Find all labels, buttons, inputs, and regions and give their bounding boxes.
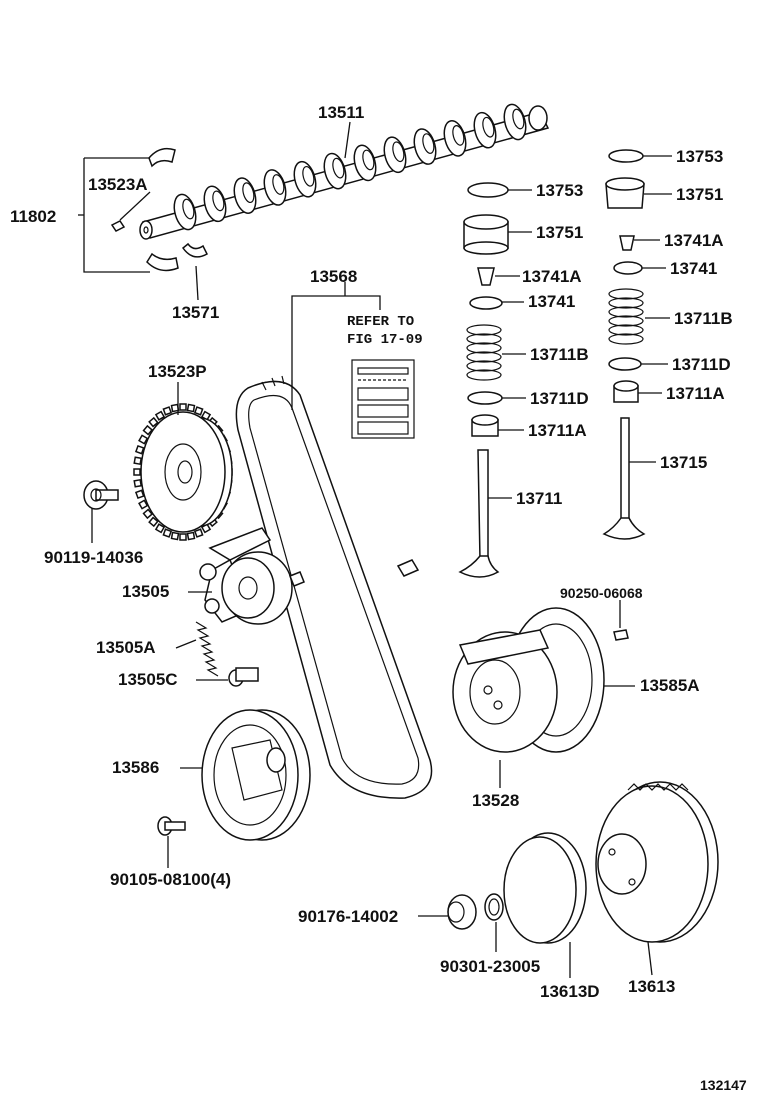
label-13711: 13711 — [516, 489, 562, 508]
figure-number: 132147 — [700, 1077, 747, 1093]
label-13511: 13511 — [318, 103, 364, 122]
crankshaft-gear-part — [503, 832, 587, 944]
label-13523a: 13523A — [88, 175, 148, 194]
camshaft-part — [139, 103, 550, 240]
reference-line-1: REFER TO — [347, 314, 414, 330]
straight-pin-part — [613, 629, 629, 641]
label-13711a-right: 13711A — [666, 384, 725, 403]
label-13586: 13586 — [112, 758, 159, 777]
crankshaft-pulley-part — [201, 709, 311, 841]
label-90250-06068: 90250-06068 — [560, 585, 643, 601]
valve-train-exhaust — [602, 149, 646, 540]
label-11802: 11802 — [10, 207, 56, 226]
label-90105-08100: 90105-08100(4) — [110, 870, 231, 889]
label-13523p: 13523P — [148, 362, 207, 381]
pin-part — [228, 667, 259, 687]
leader-lines — [78, 121, 672, 978]
label-13741a-left: 13741A — [522, 267, 582, 286]
label-13568: 13568 — [310, 267, 357, 286]
crankshaft-sprocket-part — [595, 781, 719, 943]
label-13711b-right: 13711B — [674, 309, 733, 328]
label-13613d: 13613D — [540, 982, 600, 1001]
dowel-pin-part — [396, 559, 420, 577]
oil-seal-part — [484, 893, 504, 921]
bolt-part — [83, 480, 119, 510]
label-13505c: 13505C — [118, 670, 178, 689]
label-13711d-right: 13711D — [672, 355, 731, 374]
label-13741-right: 13741 — [670, 259, 717, 278]
label-13715: 13715 — [660, 453, 707, 472]
tension-spring-part — [195, 621, 219, 677]
label-90119-14036: 90119-14036 — [44, 548, 143, 567]
pulley-bolt-part — [157, 816, 186, 836]
label-13585a: 13585A — [640, 676, 700, 695]
label-13741-left: 13741 — [528, 292, 575, 311]
label-13505: 13505 — [122, 582, 169, 601]
label-13751-left: 13751 — [536, 223, 583, 242]
part-labels: 13511 13523A 11802 13571 13568 REFER TO … — [10, 103, 747, 1093]
spacer-part — [447, 894, 477, 930]
label-13711a-left: 13711A — [528, 421, 587, 440]
valve-train-intake — [458, 182, 509, 578]
timing-pulley-part — [452, 607, 605, 753]
label-13711d-left: 13711D — [530, 389, 589, 408]
label-13753-right: 13753 — [676, 147, 723, 166]
label-13571: 13571 — [172, 303, 219, 322]
label-13528: 13528 — [472, 791, 519, 810]
bearing-shell-part — [110, 147, 208, 272]
label-13505a: 13505A — [96, 638, 156, 657]
label-90301-23005: 90301-23005 — [440, 957, 540, 976]
label-13741a-right: 13741A — [664, 231, 724, 250]
tensioner-part — [199, 527, 305, 625]
timing-belt-part — [235, 375, 433, 799]
reference-line-2: FIG 17-09 — [347, 332, 423, 348]
label-90176-14002: 90176-14002 — [298, 907, 398, 926]
label-13711b-left: 13711B — [530, 345, 589, 364]
label-13753-left: 13753 — [536, 181, 583, 200]
label-13613: 13613 — [628, 977, 675, 996]
reference-box — [351, 359, 415, 439]
label-13751-right: 13751 — [676, 185, 723, 204]
camshaft-timing-pulley-part — [133, 403, 233, 541]
